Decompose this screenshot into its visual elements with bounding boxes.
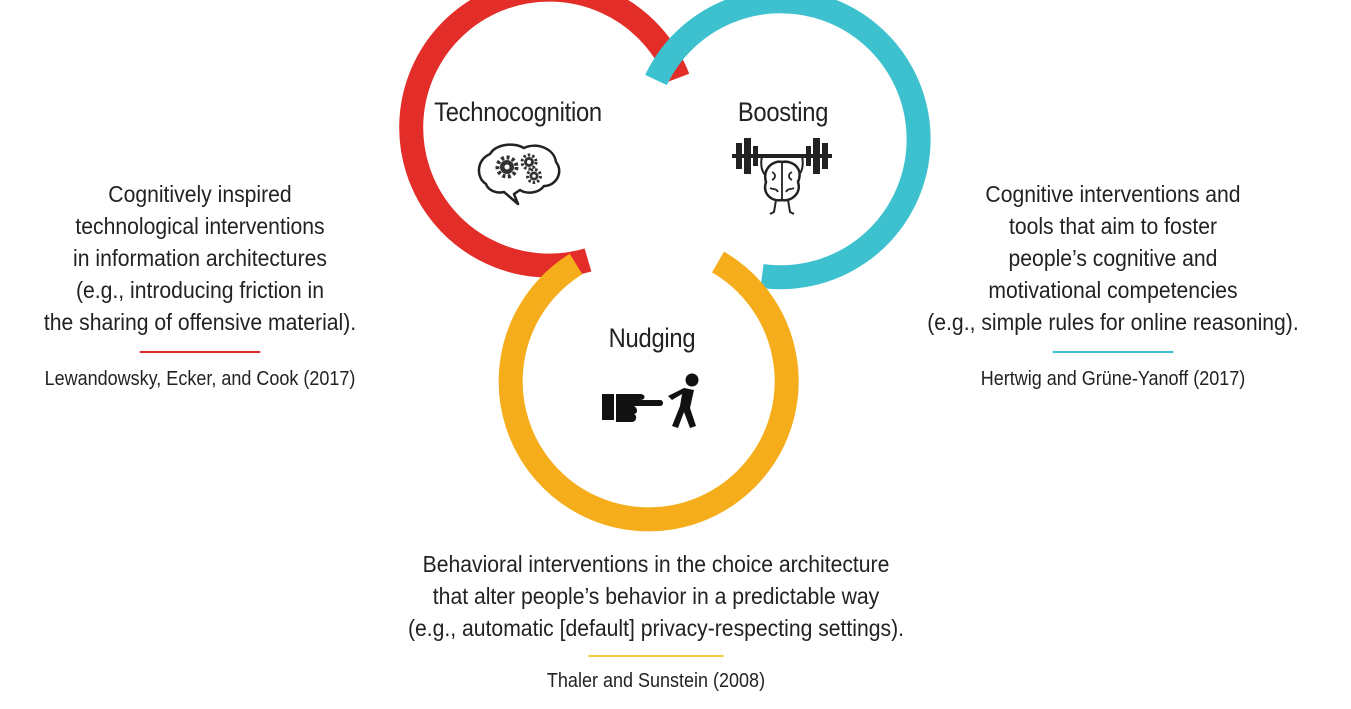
technocognition-citation: Lewandowsky, Ecker, and Cook (2017)	[44, 368, 356, 390]
pointing-hand-push-icon	[602, 373, 699, 428]
boosting-title: Boosting	[737, 97, 829, 127]
nudging-title: Nudging	[608, 323, 696, 353]
boosting-desc-line: people’s cognitive and	[1008, 245, 1218, 271]
nudging-desc-line: (e.g., automatic [default] privacy-respe…	[407, 615, 905, 641]
boosting-desc-line: tools that aim to foster	[1008, 213, 1218, 239]
nudging-rule	[588, 655, 724, 657]
technocognition-desc-line: Cognitively inspired	[108, 181, 292, 207]
nudging-description: Behavioral interventions in the choice a…	[332, 548, 980, 693]
technocognition-title: Technocognition	[434, 97, 602, 127]
nudging-ring	[498, 251, 799, 532]
nudging-citation: Thaler and Sunstein (2008)	[546, 670, 766, 692]
boosting-desc-line: motivational competencies	[988, 277, 1238, 303]
technocognition-description: Cognitively inspired technological inter…	[20, 178, 380, 391]
boosting-description: Cognitive interventions and tools that a…	[902, 178, 1325, 391]
technocognition-ring	[399, 0, 690, 278]
technocognition-desc-line: the sharing of offensive material).	[43, 309, 357, 335]
boosting-ring	[645, 0, 931, 290]
nudging-desc-line: that alter people’s behavior in a predic…	[432, 583, 880, 609]
technocognition-desc-line: in information architectures	[73, 245, 327, 271]
brain-lifting-barbell-icon	[732, 138, 832, 215]
boosting-rule	[1052, 351, 1174, 353]
technocognition-rule	[139, 351, 261, 353]
brain-gears-icon	[477, 143, 561, 206]
boosting-citation: Hertwig and Grüne-Yanoff (2017)	[980, 368, 1246, 390]
nudging-desc-line: Behavioral interventions in the choice a…	[422, 551, 890, 577]
technocognition-desc-line: technological interventions	[75, 213, 325, 239]
boosting-desc-line: Cognitive interventions and	[985, 181, 1241, 207]
technocognition-desc-line: (e.g., introducing friction in	[75, 277, 325, 303]
boosting-desc-line: (e.g., simple rules for online reasoning…	[927, 309, 1299, 335]
